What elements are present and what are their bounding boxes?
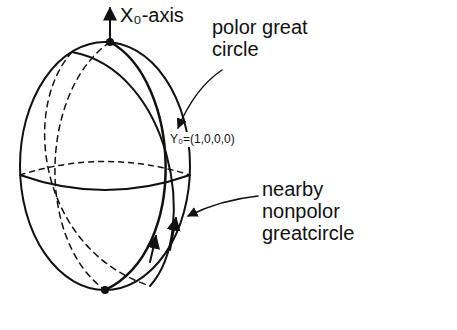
vector-label: Y₀=(1,0,0,0) [168, 132, 282, 147]
pole-dot [106, 38, 114, 46]
direction-arrow [150, 236, 156, 262]
callout-label: polor great circle [212, 16, 342, 60]
pole-dot [101, 286, 109, 294]
polar-great-circle [105, 42, 166, 290]
sphere-outline [20, 42, 190, 290]
axis-arrow [109, 8, 111, 42]
leader-line [188, 196, 258, 216]
polar-circle-back [55, 42, 110, 290]
callout-label: nearby nonpolor greatcircle [262, 178, 377, 244]
leader-line [178, 70, 222, 128]
nonpolar-circle-back [45, 52, 150, 286]
direction-arrow [170, 218, 176, 250]
nonpolar-great-circle [72, 52, 174, 286]
